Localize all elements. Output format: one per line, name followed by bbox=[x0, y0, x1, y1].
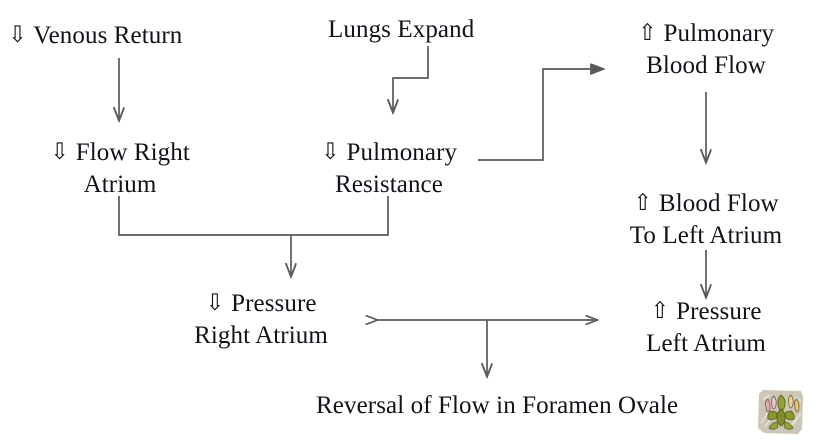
arrow-lungs-expand-to-pulmonary-resistance bbox=[393, 46, 429, 112]
floral-tulip-clipart-icon bbox=[758, 390, 803, 434]
node-pressure-right-atrium-line2: Right Atrium bbox=[194, 321, 328, 349]
down-arrow-icon: ⇩ bbox=[205, 290, 225, 315]
node-pressure-right-atrium: ⇩ Pressure Right Atrium bbox=[152, 288, 370, 351]
node-pulmonary-blood-flow-line2: Blood Flow bbox=[646, 51, 766, 79]
node-flow-right-atrium-text1: Flow Right bbox=[75, 139, 190, 166]
node-pressure-right-atrium-text1: Pressure bbox=[231, 290, 317, 317]
node-pulmonary-blood-flow: ⇧ Pulmonary Blood Flow bbox=[614, 18, 798, 81]
arrow-pulmonary-resistance-to-pulmonary-blood-flow bbox=[478, 69, 603, 161]
node-pressure-left-atrium: ⇧ Pressure Left Atrium bbox=[618, 296, 794, 359]
node-blood-flow-to-left-atrium-text1: Blood Flow bbox=[658, 190, 779, 217]
down-arrow-icon: ⇩ bbox=[320, 139, 341, 164]
node-pressure-left-atrium-line2: Left Atrium bbox=[646, 329, 766, 357]
node-pressure-left-atrium-text1: Pressure bbox=[676, 298, 762, 325]
node-pulmonary-resistance: ⇩ Pulmonary Resistance bbox=[296, 137, 482, 200]
node-reversal-of-flow: Reversal of Flow in Foramen Ovale bbox=[316, 390, 678, 422]
node-pulmonary-resistance-line1: ⇩ Pulmonary bbox=[296, 137, 482, 169]
node-pulmonary-blood-flow-text1: Pulmonary bbox=[663, 20, 775, 47]
node-venous-return: ⇩ Venous Return bbox=[8, 20, 182, 52]
node-lungs-expand: Lungs Expand bbox=[328, 14, 474, 46]
up-arrow-icon: ⇧ bbox=[637, 20, 658, 45]
up-arrow-icon: ⇧ bbox=[633, 190, 653, 215]
up-arrow-icon: ⇧ bbox=[650, 298, 670, 323]
node-flow-right-atrium: ⇩ Flow Right Atrium bbox=[24, 137, 216, 200]
node-lungs-expand-line1: Lungs Expand bbox=[328, 16, 475, 43]
node-venous-return-line1: ⇩ Venous Return bbox=[8, 20, 182, 52]
node-reversal-of-flow-line1: Reversal of Flow in Foramen Ovale bbox=[316, 392, 679, 419]
down-arrow-icon: ⇩ bbox=[50, 139, 70, 164]
node-pulmonary-blood-flow-line1: ⇧ Pulmonary bbox=[614, 18, 798, 50]
node-pressure-right-atrium-line1: ⇩ Pressure bbox=[152, 288, 370, 320]
node-blood-flow-to-left-atrium: ⇧ Blood Flow To Left Atrium bbox=[600, 188, 812, 251]
down-arrow-icon: ⇩ bbox=[8, 22, 28, 47]
node-pulmonary-resistance-text1: Pulmonary bbox=[346, 139, 458, 166]
node-flow-right-atrium-line2: Atrium bbox=[83, 170, 157, 198]
node-venous-return-text: Venous Return bbox=[33, 22, 183, 49]
node-pulmonary-resistance-line2: Resistance bbox=[335, 170, 443, 198]
node-blood-flow-to-left-atrium-line2: To Left Atrium bbox=[629, 221, 783, 249]
node-blood-flow-to-left-atrium-line1: ⇧ Blood Flow bbox=[600, 188, 812, 220]
connector-flow-right-atrium-down bbox=[118, 196, 389, 236]
node-flow-right-atrium-line1: ⇩ Flow Right bbox=[24, 137, 216, 169]
node-pressure-left-atrium-line1: ⇧ Pressure bbox=[618, 296, 794, 328]
